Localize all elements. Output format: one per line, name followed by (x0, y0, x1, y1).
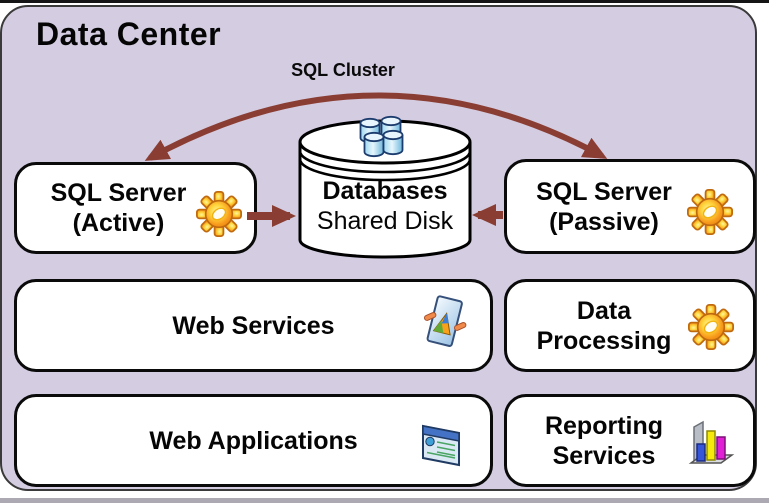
node-web-services: Web Services (14, 279, 493, 372)
node-label-line: Data (576, 296, 632, 325)
node-label-line: (Active) (72, 209, 165, 237)
node-sql-server-passive: SQL Server (Passive) (504, 159, 756, 254)
node-reporting-services: Reporting Services (504, 394, 756, 487)
bottom-edge-line (0, 498, 769, 503)
node-web-applications: Web Applications (14, 394, 493, 487)
node-label-line: (Passive) (549, 207, 659, 236)
node-label-line: SQL Server (50, 179, 187, 207)
node-shared-disk-label: Databases Shared Disk (302, 176, 468, 236)
node-label-line: Web Services (172, 311, 335, 340)
node-label-line: Databases (322, 177, 448, 205)
node-label-line: Shared Disk (316, 207, 454, 235)
node-label-line: SQL Server (536, 177, 672, 206)
node-label-line: Reporting (544, 411, 664, 440)
node-data-processing: Data Processing (504, 279, 756, 372)
diagram-title: Data Center (36, 16, 222, 52)
top-edge-line (0, 0, 769, 3)
sql-cluster-label: SQL Cluster (291, 60, 395, 80)
node-sql-server-active: SQL Server (Active) (14, 162, 257, 254)
node-label-line: Web Applications (149, 426, 358, 455)
node-label-line: Services (552, 441, 656, 470)
node-label-line: Processing (536, 326, 672, 355)
